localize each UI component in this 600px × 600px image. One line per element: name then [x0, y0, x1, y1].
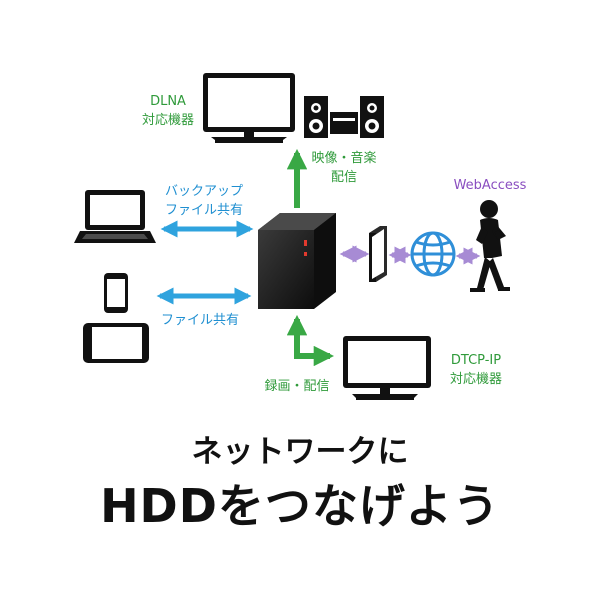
label-av-delivery-line1: 映像・音楽	[311, 151, 377, 166]
label-backup-share-line2: ファイル共有	[164, 203, 243, 218]
label-record-delivery-text: 録画・配信	[264, 379, 330, 394]
monitor-icon	[203, 73, 295, 143]
label-dtcp-line1: DTCP-IP	[450, 353, 502, 368]
label-dlna: DLNA 対応機器	[138, 92, 198, 130]
headline-line2: HDDをつなげよう	[100, 479, 500, 533]
label-dlna-line2: 対応機器	[141, 113, 194, 128]
tablet-icon	[83, 323, 149, 363]
smartphone-icon	[104, 273, 128, 313]
label-webaccess: WebAccess	[440, 176, 540, 195]
label-record-delivery: 録画・配信	[257, 377, 337, 396]
monitor-icon	[343, 336, 431, 400]
label-backup-share: バックアップ ファイル共有	[154, 182, 254, 220]
globe-icon	[410, 231, 456, 277]
router-icon	[369, 226, 387, 282]
label-file-share-text: ファイル共有	[160, 313, 239, 328]
label-dtcp-line2: 対応機器	[449, 372, 502, 387]
arrow-record-delivery	[286, 314, 335, 367]
label-av-delivery: 映像・音楽 配信	[309, 149, 379, 187]
label-dlna-line1: DLNA	[150, 94, 186, 109]
label-dtcp: DTCP-IP 対応機器	[438, 351, 514, 389]
label-backup-share-line1: バックアップ	[164, 184, 243, 199]
label-av-delivery-line2: 配信	[330, 170, 357, 185]
nas-hdd-icon	[258, 213, 336, 309]
headline-line1: ネットワークに	[191, 434, 409, 470]
label-webaccess-text: WebAccess	[453, 178, 527, 193]
label-file-share: ファイル共有	[150, 311, 250, 330]
speaker-system-icon	[304, 96, 384, 138]
laptop-icon	[74, 190, 156, 243]
person-phone-icon	[470, 200, 510, 292]
